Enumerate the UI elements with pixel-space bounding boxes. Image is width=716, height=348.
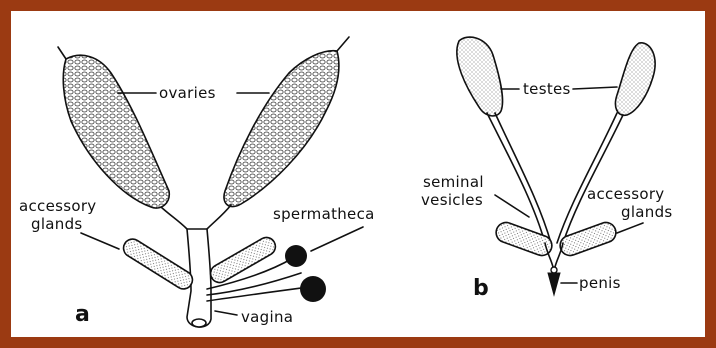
spermathecal-duct-lower	[207, 287, 309, 301]
right-vas-outer	[563, 115, 623, 243]
vaginal-opening	[192, 319, 206, 327]
accessory-leader-b	[617, 223, 643, 233]
left-vas-outer	[487, 113, 545, 243]
label-seminal-vesicles-line1: seminal	[423, 173, 484, 191]
right-ovary	[224, 51, 339, 207]
label-spermatheca: spermatheca	[273, 205, 375, 223]
panel-b-drawing	[457, 37, 655, 295]
testes-leader-right	[573, 87, 617, 89]
accessory-gland-b-right	[557, 220, 618, 259]
accessory-gland-a-left	[120, 236, 196, 293]
left-ovary	[63, 55, 169, 208]
ejaculatory-right	[555, 243, 563, 267]
label-vagina: vagina	[241, 308, 293, 326]
penis-base	[551, 267, 557, 273]
panel-letter-a: a	[75, 302, 90, 327]
label-ovaries: ovaries	[159, 84, 216, 102]
label-accessory-glands-a-line2: glands	[31, 215, 83, 233]
label-seminal-vesicles-line2: vesicles	[421, 191, 483, 209]
right-ovary-filament	[337, 37, 349, 51]
panel-a-drawing	[58, 37, 363, 327]
right-oviduct	[207, 205, 231, 229]
reproductive-system-diagram: ovaries accessory glands spermatheca vag…	[11, 11, 705, 337]
figure-canvas: ovaries accessory glands spermatheca vag…	[11, 11, 705, 337]
panel-letter-b: b	[473, 276, 489, 301]
accessory-leader-a	[81, 233, 119, 249]
label-penis: penis	[579, 274, 621, 292]
penis	[548, 273, 560, 295]
spermatheca-leader	[311, 227, 363, 251]
label-accessory-glands-b-line2: glands	[621, 203, 673, 221]
spermatheca-lower	[300, 276, 326, 302]
right-testis	[615, 43, 655, 115]
label-accessory-glands-a-line1: accessory	[19, 197, 96, 215]
accessory-gland-a-right	[207, 234, 278, 286]
vagina-leader	[215, 311, 237, 315]
label-testes: testes	[523, 80, 571, 98]
spermatheca-upper	[285, 245, 307, 267]
seminal-vesicles-leader	[495, 195, 529, 217]
left-ovary-filament	[58, 47, 66, 59]
left-testis	[457, 37, 503, 116]
label-accessory-glands-b-line1: accessory	[587, 185, 664, 203]
left-oviduct	[161, 207, 187, 229]
